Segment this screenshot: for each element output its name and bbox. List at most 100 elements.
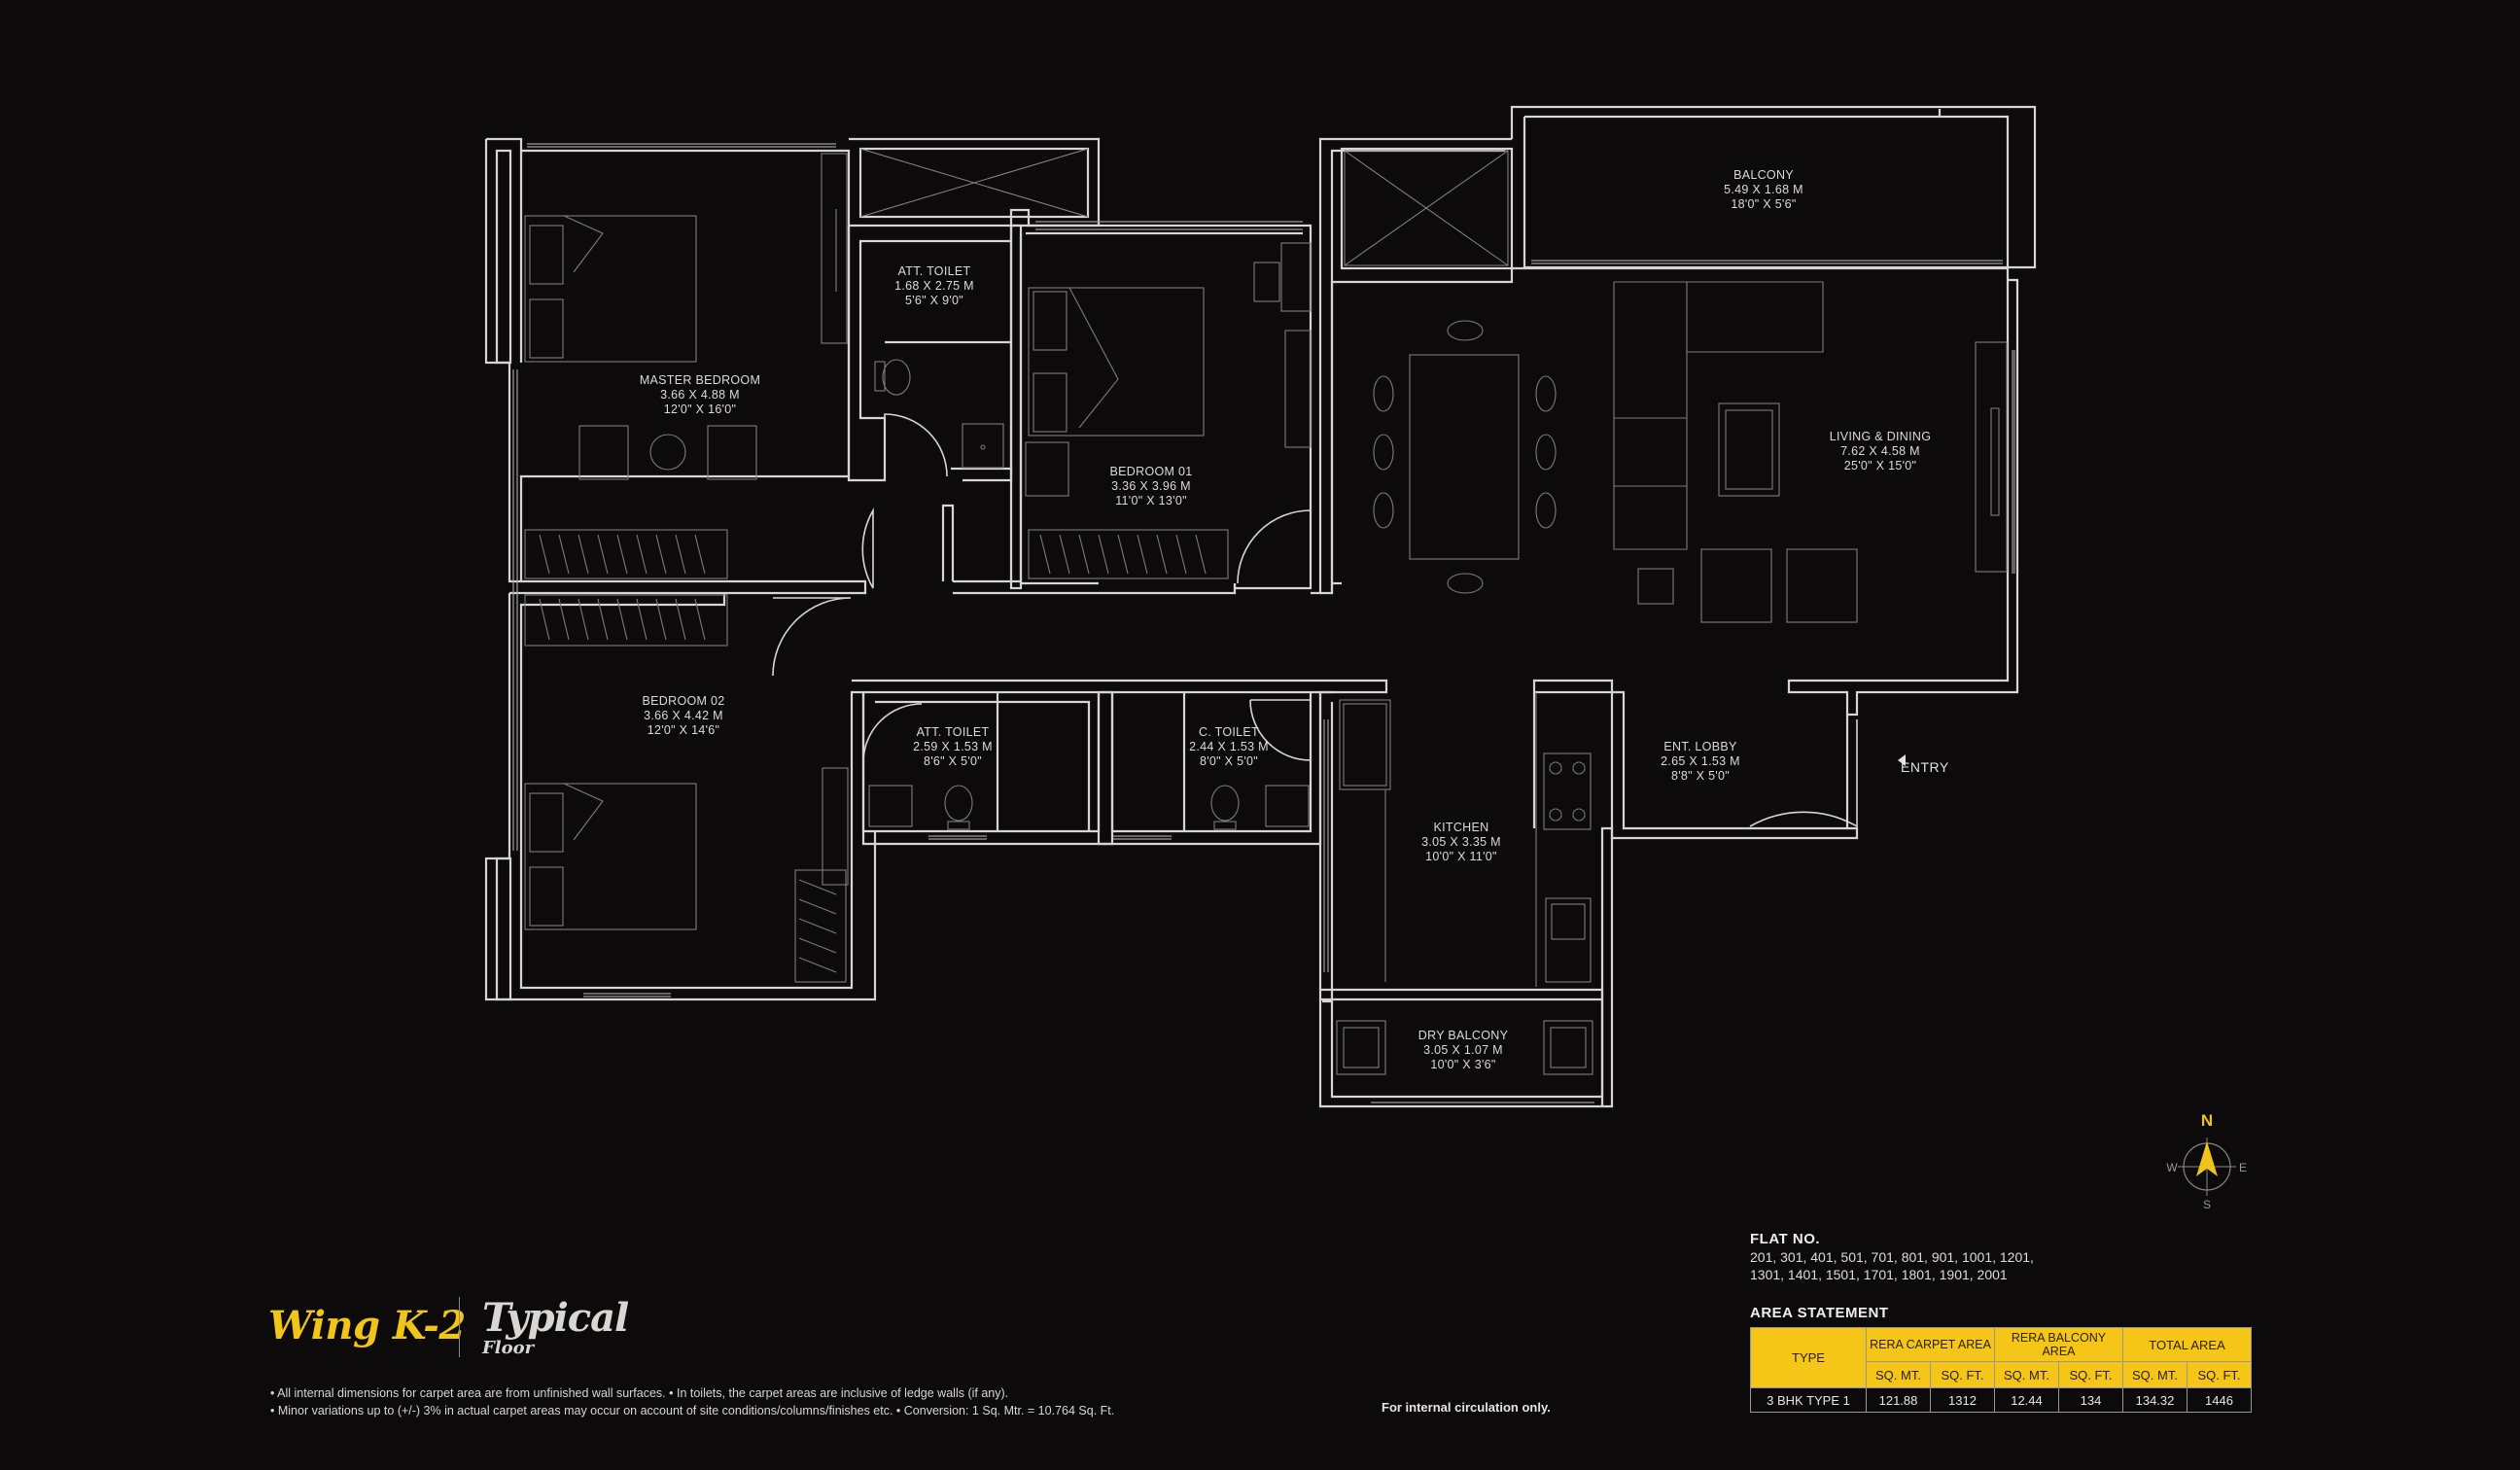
wall-dry-balcony: [1320, 988, 1604, 1106]
wall-left-column: [484, 139, 521, 583]
wall-shaft-top: [858, 147, 1090, 219]
wc-1: [882, 359, 911, 396]
wall-mid-horizontal: [852, 679, 1614, 694]
room-living-dining: LIVING & DINING 7.62 X 4.58 M 25'0" X 15…: [1829, 430, 1932, 472]
door-c-toilet: [1249, 699, 1312, 761]
wall-corridor-top: [509, 504, 1237, 595]
entry-label: ENTRY: [1901, 759, 1949, 775]
tv-unit: [1975, 341, 2008, 573]
door-bedroom-01: [1237, 509, 1312, 584]
wall-living: [1332, 266, 2019, 717]
wall-outer-frame-left: [495, 149, 512, 365]
door-entry: [1749, 719, 1858, 828]
cell-type: 3 BHK TYPE 1: [1750, 1387, 1867, 1413]
room-master-bedroom: MASTER BEDROOM 3.66 X 4.88 M 12'0" X 16'…: [639, 373, 761, 416]
room-dry-balcony: DRY BALCONY 3.05 X 1.07 M 10'0" X 3'6": [1418, 1029, 1509, 1071]
hob: [1543, 752, 1592, 830]
total-header: TOTAL AREA: [2122, 1327, 2252, 1362]
basin-1: [962, 423, 1004, 469]
wardrobe-02: [524, 594, 728, 647]
chair-left: [578, 425, 629, 480]
wc-2: [944, 785, 973, 822]
doors: [772, 413, 1858, 828]
door-master: [861, 508, 874, 589]
room-att-toilet-1: ATT. TOILET 1.68 X 2.75 M 5'6" X 9'0": [894, 264, 974, 307]
wall-balcony-shaft: [1340, 147, 1514, 270]
wing-title: Wing K-2: [268, 1303, 466, 1348]
compass-s: S: [2203, 1198, 2211, 1211]
bed-02: [524, 783, 697, 930]
master-bed: [524, 215, 697, 363]
flat-no-heading: FLAT NO.: [1750, 1231, 1821, 1247]
wall-bedroom-02: [484, 593, 877, 1001]
door-att-toilet-1: [884, 413, 948, 477]
flat-no-line-2: 1301, 1401, 1501, 1701, 1801, 1901, 2001: [1750, 1267, 2008, 1282]
title-separator: [459, 1297, 460, 1357]
cell-carpet-sqmt: 121.88: [1866, 1387, 1931, 1413]
walls: [484, 105, 2037, 1108]
dining-table: [1409, 354, 1520, 560]
wall-att-toilet-2: [861, 690, 1114, 846]
balcony-sqmt-header: SQ. MT.: [1994, 1361, 2059, 1388]
wall-bedroom01-inner: [1009, 224, 1023, 590]
circulation-note: For internal circulation only.: [1382, 1400, 1551, 1415]
compass-e: E: [2239, 1161, 2247, 1174]
type-header: TYPE: [1750, 1327, 1867, 1388]
sink: [1545, 897, 1592, 983]
wall-bedroom02-frame: [495, 857, 512, 1001]
fridge: [1339, 699, 1391, 790]
room-ent-lobby: ENT. LOBBY 2.65 X 1.53 M 8'8" X 5'0": [1661, 740, 1740, 783]
total-sqft-header: SQ. FT.: [2187, 1361, 2252, 1388]
table-row: 3 BHK TYPE 1 121.88 1312 12.44 134 134.3…: [1750, 1387, 2252, 1413]
wall-bedroom-01: [1011, 224, 1312, 590]
compass-w: W: [2166, 1161, 2178, 1174]
carpet-sqmt-header: SQ. MT.: [1866, 1361, 1931, 1388]
wall-ent-lobby: [1610, 690, 1859, 840]
area-statement-table: TYPE RERA CARPET AREA RERA BALCONY AREA …: [1750, 1327, 2252, 1413]
room-bedroom-02: BEDROOM 02 3.66 X 4.42 M 12'0" X 14'6": [642, 694, 725, 737]
furniture: [524, 153, 2008, 1075]
carpet-header: RERA CARPET AREA: [1866, 1327, 1995, 1362]
cell-total-sqmt: 134.32: [2122, 1387, 2188, 1413]
cell-total-sqft: 1446: [2187, 1387, 2252, 1413]
balcony-sqft-header: SQ. FT.: [2058, 1361, 2123, 1388]
room-c-toilet: C. TOILET 2.44 X 1.53 M 8'0" X 5'0": [1189, 725, 1269, 768]
compass-icon: N W E S: [2166, 1111, 2247, 1211]
cell-balcony-sqmt: 12.44: [1994, 1387, 2059, 1413]
side-table: [649, 434, 686, 471]
flat-no-line-1: 201, 301, 401, 501, 701, 801, 901, 1001,…: [1750, 1249, 2034, 1265]
wall-master-bedroom: [486, 137, 851, 581]
master-wardrobe: [524, 529, 728, 579]
basin-2: [868, 785, 913, 827]
wardrobe-01: [1028, 529, 1229, 579]
note-line-1: • All internal dimensions for carpet are…: [270, 1386, 1009, 1400]
wall-living-inner: [1320, 282, 1342, 595]
total-sqmt-header: SQ. MT.: [2122, 1361, 2188, 1388]
door-att-toilet-2: [862, 703, 923, 763]
wall-att-toilet-1-b: [951, 467, 1013, 482]
floor-subtitle: Floor: [482, 1338, 535, 1358]
washer-1: [1336, 1020, 1386, 1075]
armchair-1: [1700, 548, 1772, 623]
wc-3: [1210, 785, 1240, 822]
balcony-header: RERA BALCONY AREA: [1994, 1327, 2123, 1362]
room-bedroom-01: BEDROOM 01 3.36 X 3.96 M 11'0" X 13'0": [1109, 465, 1193, 508]
basin-3: [1265, 785, 1310, 827]
cell-carpet-sqft: 1312: [1930, 1387, 1995, 1413]
room-balcony: BALCONY 5.49 X 1.68 M 18'0" X 5'6": [1724, 168, 1803, 211]
area-statement-heading: AREA STATEMENT: [1750, 1305, 1889, 1321]
desk-01: [1280, 242, 1312, 312]
armchair-2: [1786, 548, 1858, 623]
carpet-sqft-header: SQ. FT.: [1930, 1361, 1995, 1388]
chair-right: [707, 425, 757, 480]
windows: [512, 143, 2015, 1103]
typical-title: Typical: [482, 1295, 629, 1341]
cell-balcony-sqft: 134: [2058, 1387, 2123, 1413]
washer-2: [1543, 1020, 1593, 1075]
bed-01: [1028, 287, 1205, 437]
room-kitchen: KITCHEN 3.05 X 3.35 M 10'0" X 11'0": [1421, 821, 1501, 863]
flat-no-block: FLAT NO. 201, 301, 401, 501, 701, 801, 9…: [1750, 1231, 2034, 1283]
shafts: [859, 148, 1509, 266]
notes: • All internal dimensions for carpet are…: [270, 1384, 1114, 1419]
